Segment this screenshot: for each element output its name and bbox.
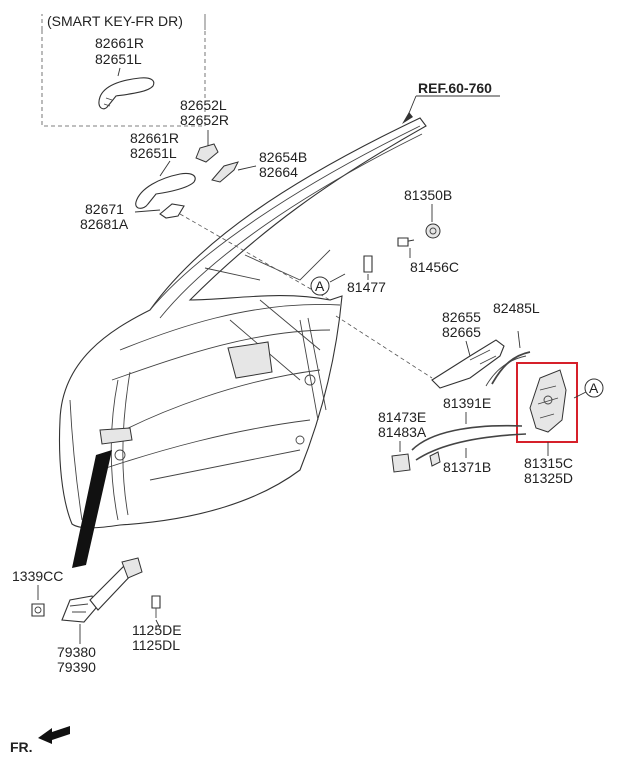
callout-A-latch	[584, 378, 604, 398]
handle-cover-icon	[211, 161, 239, 183]
label-82681A: 82681A	[80, 216, 129, 232]
label-82671: 82671	[85, 201, 124, 217]
label-1125DE: 1125DE	[132, 622, 182, 638]
label-81483A: 81483A	[378, 424, 427, 440]
striker-fastener-group: 81350B 81456C 81477 A	[310, 187, 459, 296]
inside-handle-group: 82655 82665 82485L	[335, 300, 540, 389]
outside-handle-group: 82652L 82652R 82661R 82651L 82654B 82664…	[80, 97, 331, 301]
label-82655: 82655	[442, 309, 481, 325]
label-81371B: 81371B	[443, 459, 491, 475]
label-82654B: 82654B	[259, 149, 307, 165]
reference-label: REF.60-760	[418, 80, 492, 96]
front-marker: FR.	[10, 726, 70, 755]
label-79380: 79380	[57, 644, 96, 660]
label-81315C: 81315C	[524, 455, 573, 471]
lock-cable-upper	[411, 424, 523, 451]
handle-gasket-icon	[159, 203, 185, 219]
smart-key-title: (SMART KEY-FR DR)	[47, 13, 183, 29]
label-81391E: 81391E	[443, 395, 491, 411]
reference-arrow-icon	[402, 112, 413, 124]
label-79390: 79390	[57, 659, 96, 675]
front-arrow-icon	[38, 726, 70, 744]
label-81477: 81477	[347, 279, 386, 295]
label-81325D: 81325D	[524, 470, 573, 486]
nut-1339CC-icon	[31, 603, 45, 617]
label-81350B: 81350B	[404, 187, 452, 203]
latch-highlight-box	[516, 362, 578, 443]
label-82661R: 82661R	[130, 130, 179, 146]
cable-clip-icon	[391, 453, 411, 473]
outside-handle-icon	[135, 172, 196, 209]
smart-key-box: (SMART KEY-FR DR) 82661R 82651L	[41, 13, 206, 127]
label-82651L-smartkey: 82651L	[95, 51, 142, 67]
bolt-1125-icon	[151, 595, 161, 609]
checker-pointer	[72, 450, 112, 568]
bolt-81456C-icon	[397, 237, 409, 247]
front-label: FR.	[10, 739, 33, 755]
label-1339CC: 1339CC	[12, 568, 63, 584]
label-81473E: 81473E	[378, 409, 426, 425]
checker-bracket	[99, 427, 133, 445]
label-1125DL: 1125DL	[132, 637, 180, 653]
lock-cable-group: 81391E 81371B 81473E 81483A	[378, 395, 527, 475]
bolt-81477-icon	[363, 255, 373, 273]
label-82665: 82665	[442, 324, 481, 340]
callout-A-latch-letter: A	[589, 380, 599, 396]
key-cylinder-cover-icon	[195, 143, 219, 163]
label-81456C: 81456C	[410, 259, 459, 275]
striker-icon	[425, 223, 441, 239]
callout-A-door	[310, 276, 330, 296]
label-82485L: 82485L	[493, 300, 540, 316]
smart-key-handle-icon	[98, 77, 155, 110]
door-module-cutout	[227, 341, 273, 379]
door-checker-group: 1339CC 79380 79390 1125DE 1125DL	[12, 557, 182, 675]
door-latch-group: A 81315C 81325D	[516, 362, 604, 486]
label-82664: 82664	[259, 164, 298, 180]
label-82651L: 82651L	[130, 145, 177, 161]
label-82652R: 82652R	[180, 112, 229, 128]
label-82652L: 82652L	[180, 97, 227, 113]
lock-cable-lower	[415, 433, 527, 461]
reference-callout: REF.60-760	[402, 80, 500, 124]
callout-A-door-letter: A	[315, 278, 325, 294]
label-82661R-smartkey: 82661R	[95, 35, 144, 51]
front-door-panel	[58, 117, 427, 568]
